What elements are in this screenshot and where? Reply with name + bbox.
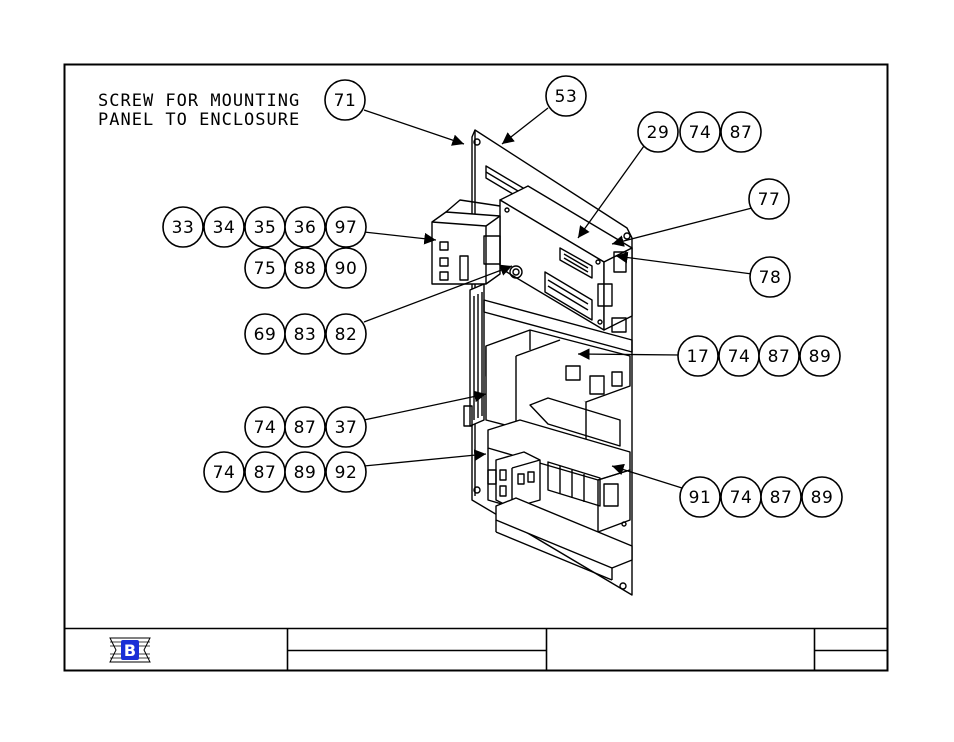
- callout-label: 77: [758, 190, 781, 210]
- callout-label: 87: [768, 347, 791, 367]
- callout-label: 83: [294, 325, 317, 345]
- callout-label: 89: [809, 347, 832, 367]
- callout-label: 88: [294, 259, 317, 279]
- callout-75-88-90: 75 88 90: [244, 247, 367, 289]
- callout-69-83-82: 69 83 82: [244, 313, 367, 355]
- callout-label: 91: [689, 488, 712, 508]
- note-line-1: SCREW FOR MOUNTING: [98, 91, 301, 111]
- callout-label: 74: [730, 488, 753, 508]
- callout-77: 77: [748, 178, 790, 220]
- callout-label: 89: [294, 463, 317, 483]
- callout-label: 35: [254, 218, 277, 238]
- panel-assembly: [431, 129, 633, 596]
- callout-53: 53: [545, 75, 587, 117]
- callout-17-74-87-89: 17 74 87 89: [677, 335, 841, 377]
- callout-label: 17: [687, 347, 710, 367]
- callout-74-87-37: 74 87 37: [244, 406, 367, 448]
- callout-74-87-89-92: 74 87 89 92: [203, 451, 367, 493]
- callout-label: 87: [730, 123, 753, 143]
- callout-label: 82: [335, 325, 358, 345]
- logo-letter: B: [124, 641, 136, 660]
- callout-label: 34: [213, 218, 236, 238]
- callout-label: 92: [335, 463, 358, 483]
- callout-label: 74: [254, 418, 277, 438]
- callout-label: 74: [689, 123, 712, 143]
- callout-label: 75: [254, 259, 277, 279]
- callout-label: 33: [172, 218, 195, 238]
- callout-71: 71: [324, 79, 366, 121]
- callout-label: 74: [728, 347, 751, 367]
- leader-lines: [363, 107, 753, 489]
- company-logo: B: [109, 637, 151, 663]
- callout-label: 78: [759, 268, 782, 288]
- callout-label: 71: [334, 91, 357, 111]
- callout-label: 89: [811, 488, 834, 508]
- callout-label: 69: [254, 325, 277, 345]
- callout-33-34-35-36-97: 33 34 35 36 97: [162, 206, 367, 248]
- callout-label: 87: [294, 418, 317, 438]
- title-block: [64, 627, 888, 670]
- callout-91-74-87-89: 91 74 87 89: [679, 476, 843, 518]
- note-line-2: PANEL TO ENCLOSURE: [98, 110, 301, 130]
- callout-label: 74: [213, 463, 236, 483]
- drawing-border: [63, 63, 889, 672]
- mounting-note: SCREW FOR MOUNTING PANEL TO ENCLOSURE: [98, 92, 300, 130]
- callout-78: 78: [749, 256, 791, 298]
- callout-label: 53: [555, 87, 578, 107]
- callout-label: 90: [335, 259, 358, 279]
- callout-label: 29: [647, 123, 670, 143]
- callout-label: 87: [770, 488, 793, 508]
- callout-29-74-87: 29 74 87: [637, 111, 762, 153]
- callout-label: 87: [254, 463, 277, 483]
- callout-label: 37: [335, 418, 358, 438]
- callout-label: 97: [335, 218, 358, 238]
- callout-label: 36: [294, 218, 317, 238]
